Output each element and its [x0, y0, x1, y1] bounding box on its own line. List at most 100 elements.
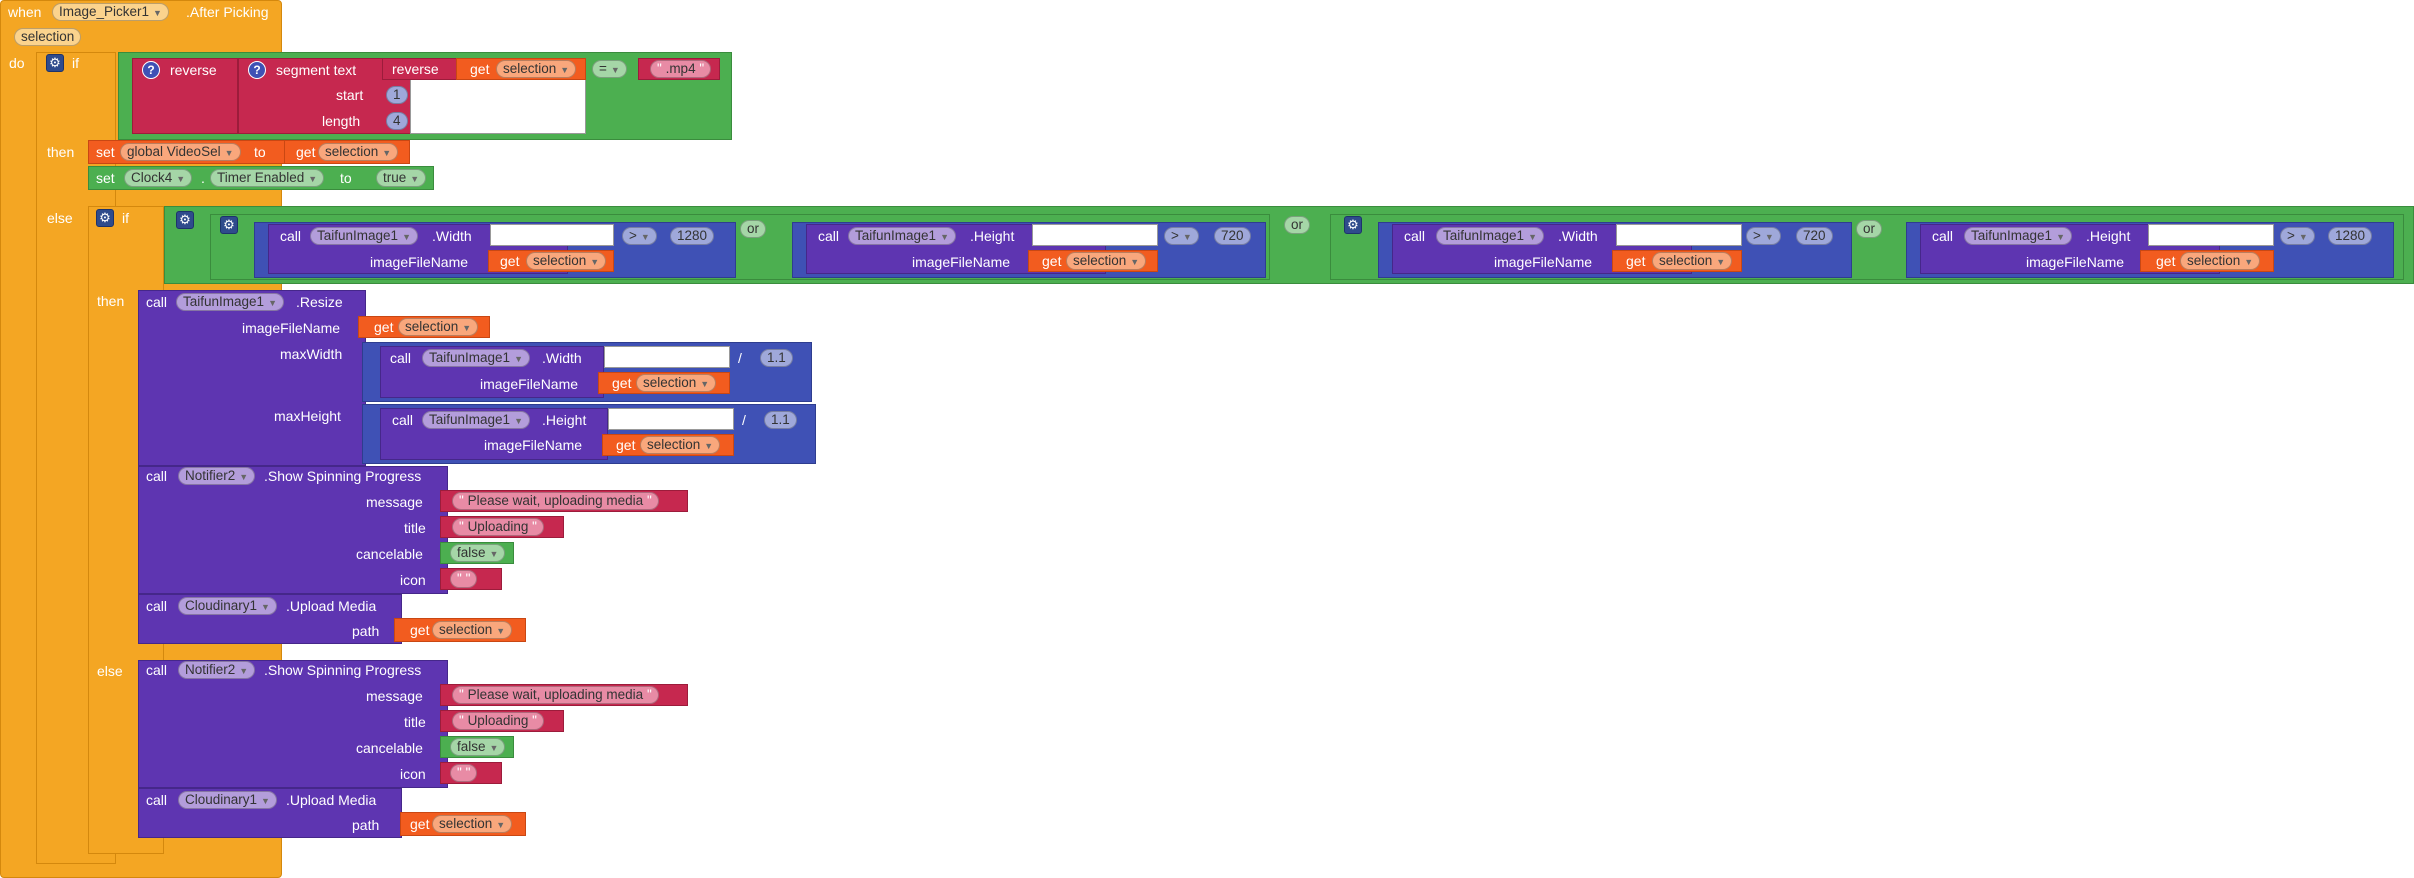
cancelable-label: cancelable — [356, 740, 423, 756]
start-label: start — [336, 87, 364, 103]
text-mp4[interactable]: " .mp4 " — [650, 60, 712, 78]
path-label: path — [352, 623, 380, 639]
mutator-gear-icon[interactable]: ⚙ — [96, 209, 114, 227]
mutator-gear-icon[interactable]: ⚙ — [220, 216, 238, 234]
eq-operator-dropdown[interactable]: =▼ — [592, 60, 627, 78]
empty-slot — [490, 224, 614, 246]
method-width: .Width — [542, 350, 582, 366]
component-dropdown-taifun[interactable]: TaifunImage1▼ — [422, 349, 530, 367]
mutator-gear-icon[interactable]: ⚙ — [176, 211, 194, 229]
call-spinning-progress-block[interactable] — [138, 660, 448, 788]
component-dropdown-cloudinary[interactable]: Cloudinary1▼ — [178, 791, 277, 809]
method-upload: .Upload Media — [286, 792, 377, 808]
component-dropdown-taifun[interactable]: TaifunImage1▼ — [1964, 227, 2072, 245]
get-keyword: get — [1626, 253, 1646, 269]
number-720[interactable]: 720 — [1796, 227, 1833, 245]
call-keyword: call — [1932, 228, 1954, 244]
imagefilename-label: imageFileName — [370, 254, 469, 270]
number-1-1[interactable]: 1.1 — [764, 411, 797, 429]
if-keyword: if — [72, 55, 79, 71]
number-4[interactable]: 4 — [386, 112, 408, 130]
get-keyword: get — [2156, 253, 2176, 269]
component-dropdown-clock[interactable]: Clock4▼ — [124, 169, 193, 187]
when-keyword: when — [8, 4, 42, 20]
text-icon-empty[interactable]: " " — [450, 570, 478, 588]
text-uploading[interactable]: " Uploading " — [452, 518, 544, 536]
method-height: .Height — [970, 228, 1015, 244]
number-1280[interactable]: 1280 — [670, 227, 715, 245]
var-dropdown-selection[interactable]: selection▼ — [636, 374, 717, 392]
gt-operator-dropdown[interactable]: >▼ — [2280, 227, 2315, 245]
method-height: .Height — [2086, 228, 2131, 244]
call-keyword: call — [146, 294, 168, 310]
call-resize-block[interactable] — [138, 290, 366, 466]
var-dropdown-selection[interactable]: selection▼ — [526, 252, 607, 270]
get-keyword: get — [410, 622, 430, 638]
get-keyword: get — [500, 253, 520, 269]
number-1280[interactable]: 1280 — [2328, 227, 2373, 245]
method-spinning: .Show Spinning Progress — [264, 662, 422, 678]
method-resize: .Resize — [296, 294, 343, 310]
var-dropdown-selection[interactable]: selection▼ — [1652, 252, 1733, 270]
number-720[interactable]: 720 — [1214, 227, 1251, 245]
property-dropdown-timer[interactable]: Timer Enabled▼ — [210, 169, 325, 187]
length-label: length — [322, 113, 361, 129]
bool-false-dropdown[interactable]: false▼ — [450, 544, 506, 562]
component-dropdown-cloudinary[interactable]: Cloudinary1▼ — [178, 597, 277, 615]
component-dropdown-taifun[interactable]: TaifunImage1▼ — [310, 227, 418, 245]
method-width: .Width — [432, 228, 472, 244]
component-dropdown-notifier[interactable]: Notifier2▼ — [178, 467, 256, 485]
call-keyword: call — [818, 228, 840, 244]
help-icon[interactable]: ? — [248, 61, 266, 79]
var-dropdown-selection[interactable]: selection▼ — [640, 436, 721, 454]
empty-slot — [604, 346, 730, 368]
text-icon-empty[interactable]: " " — [450, 764, 478, 782]
component-dropdown-taifun[interactable]: TaifunImage1▼ — [1436, 227, 1544, 245]
bool-false-dropdown[interactable]: false▼ — [450, 738, 506, 756]
text-wait-message[interactable]: " Please wait, uploading media " — [452, 686, 659, 704]
if-keyword: if — [122, 210, 129, 226]
get-keyword: get — [616, 437, 636, 453]
component-dropdown-taifun[interactable]: TaifunImage1▼ — [422, 411, 530, 429]
component-dropdown-taifun[interactable]: TaifunImage1▼ — [176, 293, 284, 311]
imagefilename-label: imageFileName — [1494, 254, 1593, 270]
divide-operator: / — [742, 412, 746, 428]
get-keyword: get — [410, 816, 430, 832]
or-keyword: or — [1856, 220, 1883, 238]
text-wait-message[interactable]: " Please wait, uploading media " — [452, 492, 659, 510]
param-selection[interactable]: selection — [14, 28, 82, 46]
gt-operator-dropdown[interactable]: >▼ — [1746, 227, 1781, 245]
var-dropdown-selection[interactable]: selection▼ — [1066, 252, 1147, 270]
empty-slot — [2148, 224, 2274, 246]
mutator-gear-icon[interactable]: ⚙ — [1344, 216, 1362, 234]
gt-operator-dropdown[interactable]: >▼ — [1164, 227, 1199, 245]
gt-operator-dropdown[interactable]: >▼ — [622, 227, 657, 245]
component-dropdown-notifier[interactable]: Notifier2▼ — [178, 661, 256, 679]
help-icon[interactable]: ? — [142, 61, 160, 79]
number-1-1[interactable]: 1.1 — [760, 349, 793, 367]
var-dropdown-selection[interactable]: selection▼ — [398, 318, 479, 336]
var-dropdown-selection[interactable]: selection▼ — [432, 621, 513, 639]
var-dropdown-selection[interactable]: selection▼ — [2180, 252, 2261, 270]
maxwidth-label: maxWidth — [280, 346, 343, 362]
component-dropdown-image-picker[interactable]: Image_Picker1▼ — [52, 3, 169, 21]
call-spinning-progress-block[interactable] — [138, 466, 448, 594]
get-keyword: get — [1042, 253, 1062, 269]
bool-true-dropdown[interactable]: true▼ — [376, 169, 427, 187]
mutator-gear-icon[interactable]: ⚙ — [46, 54, 64, 72]
reverse-label: reverse — [170, 62, 217, 78]
var-dropdown-selection[interactable]: selection▼ — [318, 143, 399, 161]
get-keyword: get — [296, 144, 316, 160]
get-keyword: get — [470, 61, 490, 77]
number-1[interactable]: 1 — [386, 86, 408, 104]
imagefilename-label: imageFileName — [2026, 254, 2125, 270]
empty-slot — [1032, 224, 1158, 246]
var-dropdown-selection[interactable]: selection▼ — [496, 60, 577, 78]
imagefilename-label: imageFileName — [480, 376, 579, 392]
var-dropdown-selection[interactable]: selection▼ — [432, 815, 513, 833]
imagefilename-label: imageFileName — [484, 437, 583, 453]
component-dropdown-taifun[interactable]: TaifunImage1▼ — [848, 227, 956, 245]
or-keyword: or — [740, 220, 767, 238]
var-dropdown-global-videosel[interactable]: global VideoSel▼ — [120, 143, 241, 161]
text-uploading[interactable]: " Uploading " — [452, 712, 544, 730]
